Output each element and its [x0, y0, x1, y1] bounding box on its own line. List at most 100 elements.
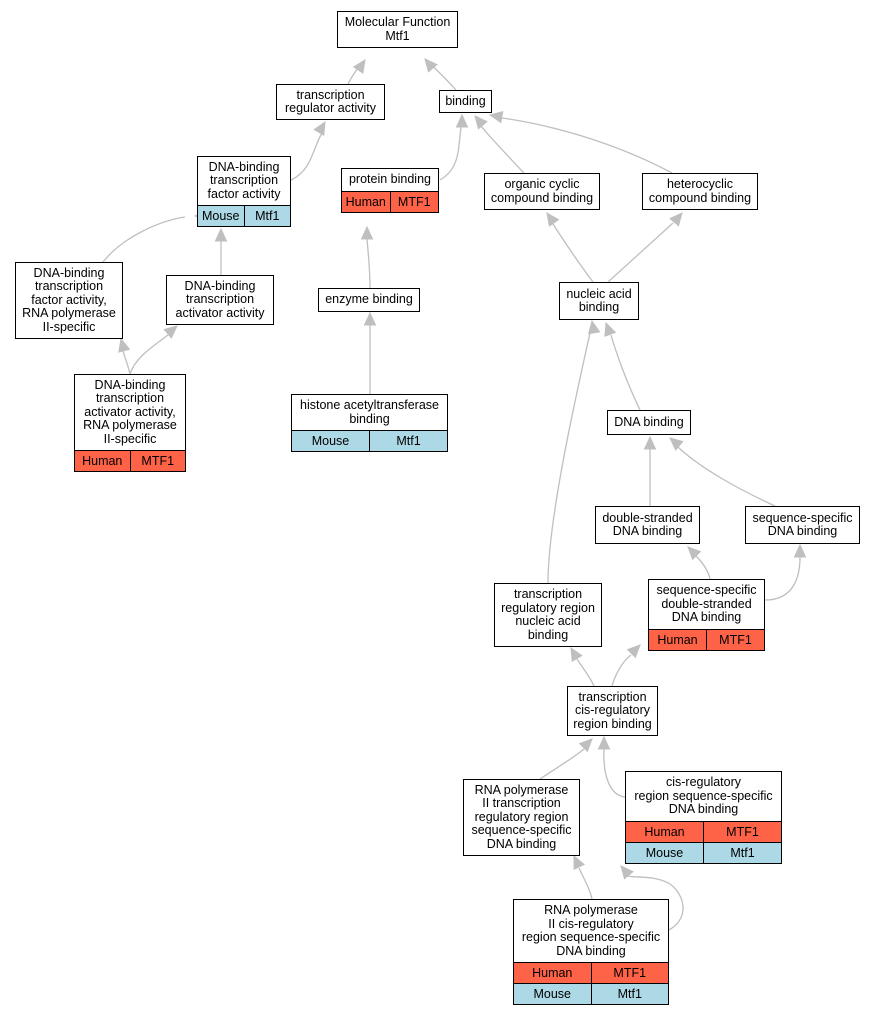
mouse-row[interactable]: Mouse Mtf1: [292, 430, 447, 451]
edge-tcis-to-ssds: [611, 654, 632, 687]
species-cell: Human: [82, 454, 123, 468]
arrowhead-dbtaa2-to-dbtfa2: [118, 337, 131, 353]
edge-dbtaa2-to-dbtfa2: [122, 350, 131, 375]
node-label: organic cyclic compound binding: [490, 177, 594, 205]
species-cell: Human: [657, 633, 698, 647]
node-dsdna[interactable]: double-stranded DNA binding: [595, 506, 700, 544]
arrowhead-dna-to-nucleic: [604, 321, 617, 337]
edge-ssdna-to-dna: [677, 446, 776, 507]
species-cell: Mouse: [201, 209, 240, 223]
node-organic[interactable]: organic cyclic compound binding: [484, 173, 600, 210]
node-trrna[interactable]: transcription regulatory region nucleic …: [494, 583, 602, 647]
gene-cell: MTF1: [590, 963, 669, 983]
edge-rnapol2cis-to-cisreg: [627, 875, 684, 931]
node-dbtfa2[interactable]: DNA-binding transcription factor activit…: [15, 262, 123, 339]
node-label: cis-regulatory region sequence-specific …: [634, 775, 773, 817]
edge-enzyme-to-protein: [366, 238, 371, 289]
edge-dbtfa2-to-dbtfa: [102, 216, 186, 263]
mouse-row[interactable]: Mouse Mtf1: [514, 983, 668, 1004]
node-label: sequence-specific double-stranded DNA bi…: [656, 583, 757, 625]
arrowhead-dsdna-to-dna: [643, 435, 657, 450]
species-cell: Mouse: [533, 987, 572, 1001]
node-label: Molecular Function Mtf1: [344, 15, 451, 43]
arrowhead-binding-to-root: [424, 58, 438, 73]
node-enzyme[interactable]: enzyme binding: [318, 288, 420, 312]
arrowhead-histone-to-enzyme: [363, 311, 377, 326]
species-cell: Human: [532, 966, 573, 980]
gene-cell: Mtf1: [369, 431, 447, 451]
arrowhead-rnapol2cis-to-cisreg: [620, 865, 634, 880]
node-label: binding: [445, 93, 486, 108]
node-binding[interactable]: binding: [439, 90, 492, 113]
edge-dbtaa2-to-dbtaa: [129, 334, 169, 375]
node-rnapol2tr[interactable]: RNA polymerase II transcription regulato…: [463, 779, 580, 856]
node-tra[interactable]: transcription regulator activity: [276, 84, 385, 120]
node-label: protein binding: [348, 172, 431, 187]
arrowhead-enzyme-to-protein: [360, 225, 374, 240]
edge-dna-to-nucleic: [610, 334, 641, 411]
node-label: RNA polymerase II transcription regulato…: [471, 782, 572, 851]
edge-protein-to-binding: [439, 126, 462, 181]
node-label: DNA-binding transcription factor activit…: [207, 159, 281, 201]
node-cisreg[interactable]: cis-regulatory region sequence-specific …: [625, 771, 782, 864]
node-nucleic[interactable]: nucleic acid binding: [559, 282, 639, 320]
arrowhead-hetero-to-binding: [488, 110, 504, 124]
edge-organic-to-binding: [480, 125, 525, 174]
node-label: enzyme binding: [325, 292, 413, 307]
gene-cell: Mtf1: [590, 984, 669, 1004]
node-dna[interactable]: DNA binding: [607, 410, 691, 435]
node-hetero[interactable]: heterocyclic compound binding: [642, 173, 758, 210]
arrowhead-dbtaa2-to-dbtaa: [163, 325, 178, 339]
node-label: DNA-binding transcription factor activit…: [22, 265, 116, 334]
arrowhead-ssds-to-dsdna: [687, 546, 702, 561]
arrowhead-tcis-to-ssds: [626, 644, 641, 659]
node-label: transcription regulatory region nucleic …: [501, 587, 595, 642]
edge-nucleic-to-hetero: [607, 222, 674, 283]
node-tcis[interactable]: transcription cis-regulatory region bind…: [567, 686, 658, 736]
arrowhead-ssdna-to-dna: [669, 437, 684, 451]
arrowhead-rnapol2tr-to-tcis: [578, 738, 593, 753]
node-root[interactable]: Molecular Function Mtf1: [337, 11, 458, 48]
arrowhead-nucleic-to-hetero: [669, 212, 683, 227]
arrowhead-dbtaa-to-dbtfa: [214, 227, 228, 242]
node-dbtaa[interactable]: DNA-binding transcription activator acti…: [166, 275, 274, 325]
mouse-row[interactable]: Mouse Mtf1: [626, 842, 781, 863]
arrowhead-ssds-to-ssdna: [793, 543, 807, 558]
species-cell: Human: [345, 195, 386, 209]
arrowhead-tcis-to-trrna: [570, 646, 583, 662]
arrowhead-nucleic-to-organic: [546, 212, 560, 227]
edge-hetero-to-binding: [501, 117, 673, 174]
node-label: transcription cis-regulatory region bind…: [573, 689, 652, 731]
human-row[interactable]: Human MTF1: [514, 962, 668, 983]
node-label: double-stranded DNA binding: [602, 510, 693, 538]
edge-tcis-to-trrna: [576, 658, 595, 687]
node-ssds[interactable]: sequence-specific double-stranded DNA bi…: [648, 579, 765, 651]
edge-cisreg-to-tcis: [603, 748, 626, 798]
edge-ssds-to-ssdna: [764, 556, 801, 601]
node-label: sequence-specific DNA binding: [752, 510, 853, 538]
gene-cell: MTF1: [703, 822, 781, 842]
arrowhead-organic-to-binding: [474, 115, 488, 130]
gene-cell: Mtf1: [243, 206, 291, 226]
node-ssdna[interactable]: sequence-specific DNA binding: [745, 506, 860, 544]
node-rnapol2cis[interactable]: RNA polymerase II cis-regulatory region …: [513, 899, 669, 1005]
arrowhead-cisreg-to-tcis: [597, 735, 611, 750]
species-cell: Mouse: [311, 434, 350, 448]
node-label: DNA binding: [614, 414, 684, 429]
node-label: heterocyclic compound binding: [648, 177, 752, 205]
species-cell: Mouse: [645, 846, 684, 860]
edge-trrna-to-nucleic: [547, 332, 591, 584]
node-dbtaa2[interactable]: DNA-binding transcription activator acti…: [74, 374, 186, 472]
arrowhead-protein-to-binding: [455, 113, 469, 128]
node-dbtfa[interactable]: DNA-binding transcription factor activit…: [197, 156, 291, 227]
gene-cell: Mtf1: [703, 843, 781, 863]
node-label: RNA polymerase II cis-regulatory region …: [521, 903, 661, 958]
